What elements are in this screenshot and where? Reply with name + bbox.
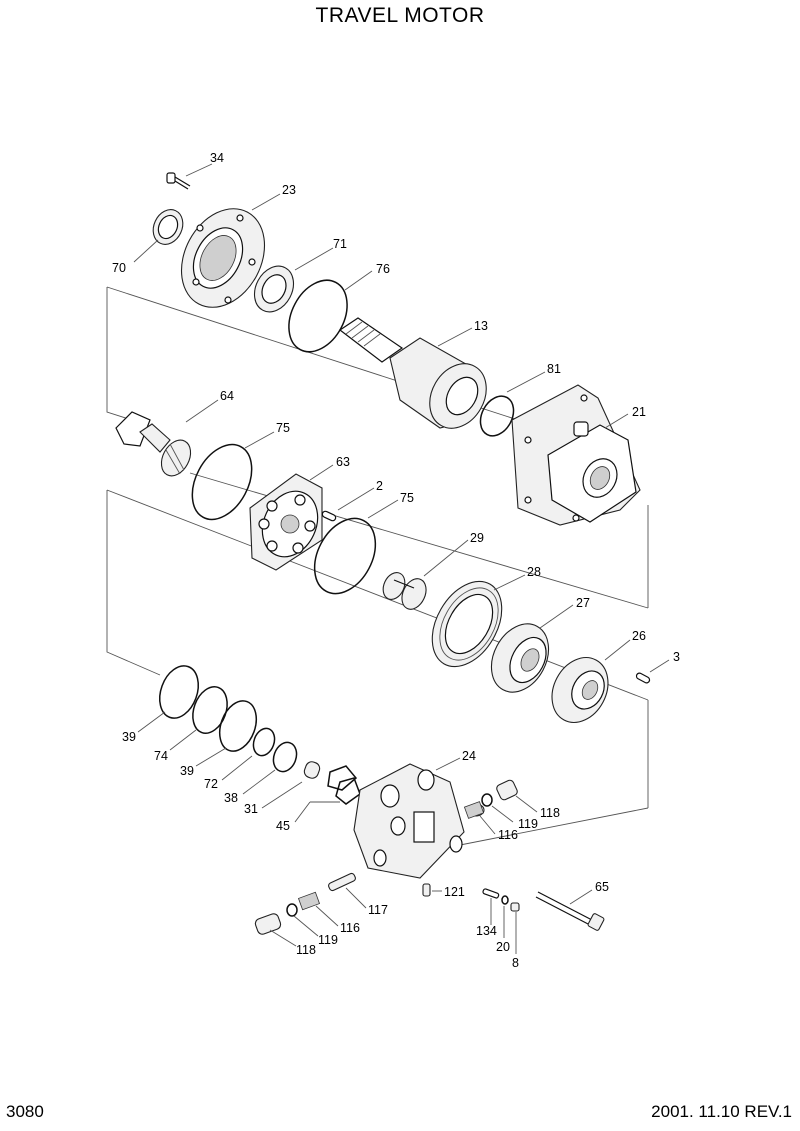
label-75-upper: 75 <box>276 421 290 435</box>
label-75-lower: 75 <box>400 491 414 505</box>
label-76: 76 <box>376 262 390 276</box>
label-20: 20 <box>496 940 510 954</box>
part-24-valve-body <box>353 763 465 879</box>
label-117: 117 <box>368 903 388 917</box>
label-29: 29 <box>470 531 484 545</box>
assembly-guide-lines <box>106 286 649 847</box>
part-76-o-ring <box>288 279 348 353</box>
part-27-valve-plate <box>490 623 550 693</box>
label-65: 65 <box>595 880 609 894</box>
label-13: 13 <box>474 319 488 333</box>
label-3: 3 <box>673 650 680 664</box>
label-24: 24 <box>462 749 476 763</box>
small-parts <box>422 883 520 912</box>
label-74: 74 <box>154 749 168 763</box>
seal-rings <box>158 665 298 773</box>
part-75-o-ring-lower <box>313 517 377 595</box>
part-3-pin <box>635 672 651 684</box>
label-63: 63 <box>336 455 350 469</box>
part-45-seals <box>327 765 361 805</box>
page-number: 3080 <box>6 1102 44 1121</box>
label-121: 121 <box>444 885 465 899</box>
part-34-bolt <box>166 172 191 190</box>
label-118-right: 118 <box>540 806 560 820</box>
relief-valve-right <box>463 779 518 819</box>
part-31-spool <box>303 761 321 779</box>
revision-date: 2001. 11.10 REV.1 <box>651 1102 792 1121</box>
label-134: 134 <box>476 924 497 938</box>
label-21: 21 <box>632 405 646 419</box>
part-28-bearing-plate <box>431 580 503 668</box>
part-81-ring <box>479 395 515 437</box>
part-number-labels: 34 23 70 71 76 13 81 21 64 75 63 2 75 29… <box>112 151 680 970</box>
label-116-left: 116 <box>340 921 360 935</box>
part-2-pin <box>321 510 337 522</box>
part-64-pinion-shaft <box>115 411 192 477</box>
label-64: 64 <box>220 389 234 403</box>
label-2: 2 <box>376 479 383 493</box>
label-118-left: 118 <box>296 943 316 957</box>
leader-lines <box>133 163 670 954</box>
part-13-shaft-assembly <box>338 317 487 429</box>
label-34: 34 <box>210 151 224 165</box>
part-75-o-ring-upper <box>191 443 253 521</box>
label-27: 27 <box>576 596 590 610</box>
label-39-right: 39 <box>180 764 194 778</box>
part-29-gear <box>382 572 427 610</box>
diagram-title: TRAVEL MOTOR <box>315 4 485 27</box>
label-23: 23 <box>282 183 296 197</box>
label-81: 81 <box>547 362 561 376</box>
part-71-bearing <box>253 265 295 313</box>
label-38: 38 <box>224 791 238 805</box>
part-23-flange <box>180 208 266 308</box>
label-119-right: 119 <box>518 817 538 831</box>
label-116-right: 116 <box>498 828 518 842</box>
part-26-plate <box>551 657 609 723</box>
label-71: 71 <box>333 237 347 251</box>
part-63-cylinder-block <box>249 473 323 571</box>
part-70-oil-seal <box>152 209 184 245</box>
label-70: 70 <box>112 261 126 275</box>
part-21-housing <box>511 384 641 526</box>
label-31: 31 <box>244 802 258 816</box>
label-26: 26 <box>632 629 646 643</box>
label-45: 45 <box>276 819 290 833</box>
label-39-left: 39 <box>122 730 136 744</box>
relief-valve-left <box>254 872 356 935</box>
label-8: 8 <box>512 956 519 970</box>
label-119-left: 119 <box>318 933 338 947</box>
label-28: 28 <box>527 565 541 579</box>
label-72: 72 <box>204 777 218 791</box>
part-65-bolt <box>535 891 605 931</box>
